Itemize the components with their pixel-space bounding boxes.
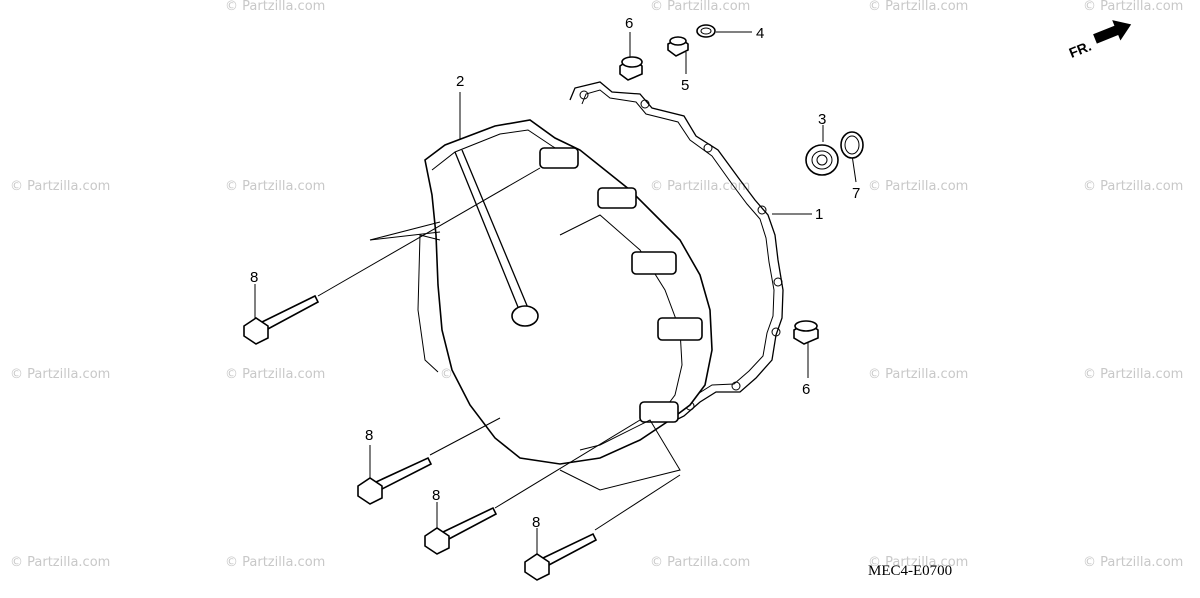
callout-5: 5 (681, 77, 689, 94)
bearing-part-3[interactable] (805, 144, 839, 176)
watermark: © Partzilla.com (10, 367, 110, 382)
snap-ring-part-7[interactable] (840, 131, 864, 159)
gasket-part-1[interactable] (569, 81, 784, 423)
callout-1: 1 (815, 206, 823, 223)
callout-8: 8 (532, 514, 540, 531)
watermark: © Partzilla.com (868, 367, 968, 382)
collar-part-5[interactable] (667, 36, 689, 57)
watermark: © Partzilla.com (1083, 0, 1183, 14)
callout-8: 8 (250, 269, 258, 286)
callout-7: 7 (852, 185, 860, 202)
watermark: © Partzilla.com (10, 555, 110, 570)
front-arrow-label: FR. (1067, 38, 1094, 61)
callout-2: 2 (456, 73, 464, 90)
callout-8: 8 (365, 427, 373, 444)
watermark: © Partzilla.com (225, 179, 325, 194)
diagram-code: MEC4-E0700 (868, 563, 952, 579)
dowel-pin-part-6[interactable] (793, 320, 819, 345)
watermark: © Partzilla.com (1083, 367, 1183, 382)
watermark: © Partzilla.com (225, 555, 325, 570)
front-direction-indicator: FR. (1067, 20, 1132, 61)
callout-4: 4 (756, 25, 764, 42)
callout-3: 3 (818, 111, 826, 128)
watermark: © Partzilla.com (225, 0, 325, 14)
watermark: © Partzilla.com (650, 0, 750, 14)
bolt-part-8[interactable] (357, 456, 433, 505)
watermark: © Partzilla.com (868, 179, 968, 194)
watermark: © Partzilla.com (868, 555, 968, 570)
dowel-pin-part-6[interactable] (619, 56, 643, 81)
watermark: © Partzilla.com (868, 0, 968, 14)
bolt-part-8[interactable] (243, 294, 320, 345)
watermark: © Partzilla.com (1083, 555, 1183, 570)
cover-part-2[interactable] (369, 119, 713, 491)
callout-6: 6 (625, 15, 633, 32)
bolt-part-8[interactable] (524, 532, 598, 581)
callouts: 2 1 4 5 6 6 3 7 8 8 8 8 (250, 15, 860, 531)
arrow-right-icon (1093, 20, 1132, 44)
leader-lines (254, 31, 857, 555)
watermark: © Partzilla.com (10, 179, 110, 194)
watermark: © Partzilla.com (225, 367, 325, 382)
o-ring-part-4[interactable] (696, 24, 716, 38)
watermark: © Partzilla.com (650, 555, 750, 570)
callout-6: 6 (802, 381, 810, 398)
callout-8: 8 (432, 487, 440, 504)
watermark: © Partzilla.com (650, 179, 750, 194)
watermark: © Partzilla.com (1083, 179, 1183, 194)
bolt-part-8[interactable] (424, 506, 498, 555)
